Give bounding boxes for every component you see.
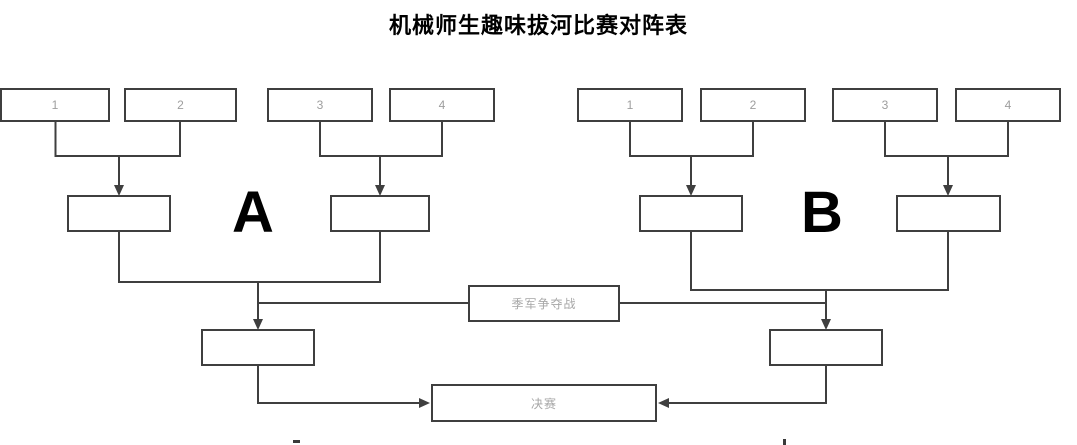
arrowhead bbox=[821, 319, 831, 330]
arrowhead bbox=[114, 185, 124, 196]
team-number: 4 bbox=[438, 98, 446, 112]
final-match-box: 决赛 bbox=[431, 384, 657, 422]
connector-a-pair1 bbox=[54, 121, 181, 157]
group-winner-box-a bbox=[201, 329, 315, 366]
semifinal-box-b2 bbox=[896, 195, 1001, 232]
connector-a-junction bbox=[118, 232, 381, 283]
arrowhead bbox=[253, 319, 263, 330]
connector-b-junction bbox=[690, 232, 949, 291]
team-box-b4: 4 bbox=[955, 88, 1061, 122]
arrowhead bbox=[658, 398, 669, 408]
diagram-title: 机械师生趣味拔河比赛对阵表 bbox=[388, 13, 688, 38]
group-winner-box-b bbox=[769, 329, 883, 366]
semifinal-box-b1 bbox=[639, 195, 743, 232]
connector-final-right bbox=[667, 366, 827, 404]
team-number: 1 bbox=[626, 98, 634, 112]
team-box-a4: 4 bbox=[389, 88, 495, 122]
team-number: 1 bbox=[51, 98, 59, 112]
arrowhead bbox=[419, 398, 430, 408]
cropped-text-artifact bbox=[293, 440, 300, 443]
semifinal-box-a2 bbox=[330, 195, 430, 232]
group-a-label: A bbox=[232, 180, 274, 245]
arrowhead bbox=[375, 185, 385, 196]
cropped-text-artifact bbox=[783, 439, 786, 445]
team-box-a1: 1 bbox=[0, 88, 110, 122]
connector-b-pair2 bbox=[884, 121, 1009, 157]
connector-b-pair1 bbox=[629, 121, 754, 157]
third-place-match-box: 季军争夺战 bbox=[468, 285, 620, 322]
arrowhead bbox=[686, 185, 696, 196]
team-box-b1: 1 bbox=[577, 88, 683, 122]
team-number: 2 bbox=[177, 98, 184, 112]
third-place-match-label: 季军争夺战 bbox=[511, 297, 577, 311]
team-number: 3 bbox=[316, 98, 324, 112]
connector-final-left bbox=[257, 366, 421, 404]
connector-a-pair2 bbox=[319, 121, 443, 157]
semifinal-box-a1 bbox=[67, 195, 171, 232]
team-box-b2: 2 bbox=[700, 88, 806, 122]
team-number: 3 bbox=[881, 98, 889, 112]
team-number: 2 bbox=[749, 98, 757, 112]
team-number: 4 bbox=[1004, 98, 1012, 112]
team-box-a3: 3 bbox=[267, 88, 373, 122]
group-b-label: B bbox=[801, 180, 843, 245]
team-box-b3: 3 bbox=[832, 88, 938, 122]
team-box-a2: 2 bbox=[124, 88, 237, 122]
final-match-label: 决赛 bbox=[530, 396, 557, 411]
arrowhead bbox=[943, 185, 953, 196]
